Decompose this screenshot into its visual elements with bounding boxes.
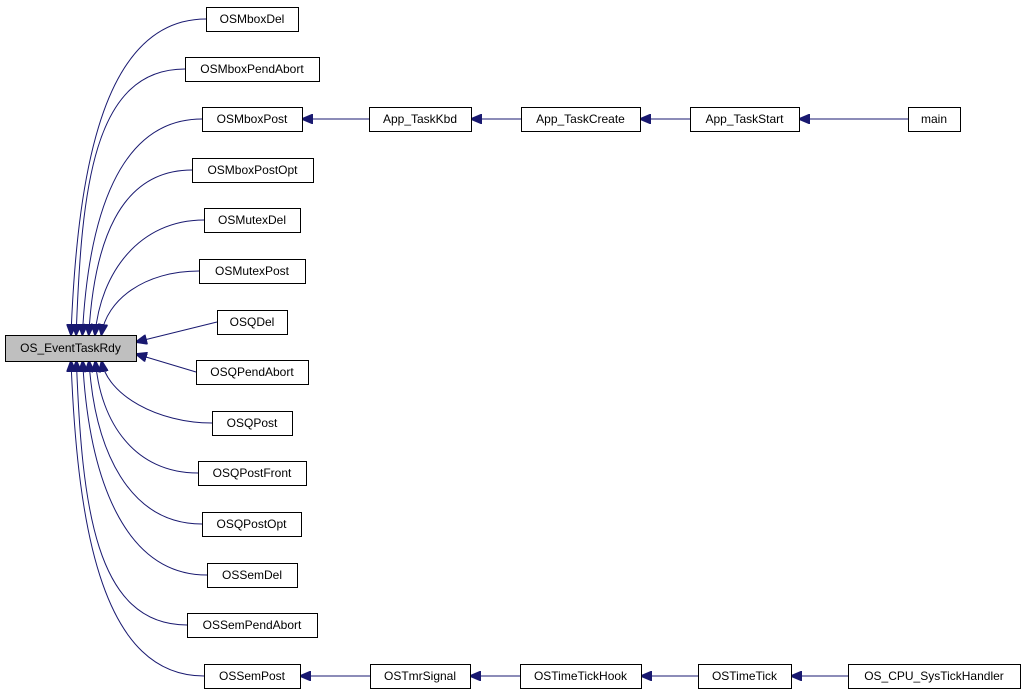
node-osqpost[interactable]: OSQPost [212, 411, 293, 436]
edge-ossemdel-to-os_eventtaskrdy [83, 361, 208, 576]
node-osqpendabort[interactable]: OSQPendAbort [196, 360, 309, 385]
node-box [521, 107, 641, 132]
node-label: OSMboxDel [220, 12, 285, 26]
node-label: OSTmrSignal [384, 669, 456, 683]
node-box [908, 107, 961, 132]
node-ostmrsignal[interactable]: OSTmrSignal [370, 664, 471, 689]
node-osmboxdel[interactable]: OSMboxDel [206, 7, 299, 32]
node-label: OSMboxPendAbort [200, 62, 304, 76]
node-label: OSMutexDel [218, 213, 286, 227]
edge-osqpendabort-to-os_eventtaskrdy [136, 354, 197, 373]
node-label: OSMutexPost [215, 264, 290, 278]
node-ostimetickhook[interactable]: OSTimeTickHook [520, 664, 642, 689]
edge-osmboxpendabort-to-os_eventtaskrdy [76, 68, 186, 335]
node-app_taskcreate[interactable]: App_TaskCreate [521, 107, 641, 132]
node-box [202, 107, 303, 132]
nodes-layer: OS_EventTaskRdy OSMboxDelOSMboxPendAbortO… [5, 7, 1021, 689]
node-box [196, 360, 309, 385]
node-box [207, 563, 298, 588]
node-box [185, 57, 320, 82]
node-label: App_TaskKbd [383, 112, 457, 126]
node-box [520, 664, 642, 689]
node-ostimetick[interactable]: OSTimeTick [698, 664, 792, 689]
node-box [848, 664, 1021, 689]
node-osmboxpost[interactable]: OSMboxPost [202, 107, 303, 132]
node-label: OSQPendAbort [210, 365, 294, 379]
node-label: OS_CPU_SysTickHandler [864, 669, 1004, 683]
node-label: OSSemDel [222, 568, 282, 582]
edge-osqdel-to-os_eventtaskrdy [136, 321, 218, 342]
edge-ossempendabort-to-os_eventtaskrdy [76, 361, 188, 626]
node-label: App_TaskCreate [536, 112, 625, 126]
node-os_eventtaskrdy[interactable]: OS_EventTaskRdy [5, 335, 137, 362]
node-ossempendabort[interactable]: OSSemPendAbort [187, 613, 318, 638]
node-box [5, 335, 137, 362]
node-box [369, 107, 472, 132]
node-box [198, 461, 307, 486]
edges-layer [71, 18, 908, 677]
node-label: OSQPostFront [213, 466, 292, 480]
node-label: App_TaskStart [705, 112, 784, 126]
node-osmutexdel[interactable]: OSMutexDel [204, 208, 301, 233]
node-box [698, 664, 792, 689]
node-label: OSQPostOpt [216, 517, 287, 531]
edge-osqpost-to-os_eventtaskrdy [102, 361, 213, 424]
node-box [202, 512, 302, 537]
node-label: OSMboxPostOpt [207, 163, 298, 177]
node-label: OSQPost [227, 416, 278, 430]
node-label: OSMboxPost [217, 112, 288, 126]
node-label: OS_EventTaskRdy [20, 341, 121, 355]
edge-osmboxpost-to-os_eventtaskrdy [82, 118, 203, 335]
node-osmboxpendabort[interactable]: OSMboxPendAbort [185, 57, 320, 82]
node-label: OSTimeTickHook [534, 669, 628, 683]
node-label: OSSemPost [219, 669, 286, 683]
node-box [187, 613, 318, 638]
node-osqdel[interactable]: OSQDel [217, 310, 288, 335]
node-box [212, 411, 293, 436]
node-box [204, 664, 301, 689]
node-app_taskkbd[interactable]: App_TaskKbd [369, 107, 472, 132]
node-box [206, 7, 299, 32]
edge-osmboxdel-to-os_eventtaskrdy [71, 18, 207, 335]
node-osmutexpost[interactable]: OSMutexPost [199, 259, 306, 284]
node-osqpostfront[interactable]: OSQPostFront [198, 461, 307, 486]
edge-ossempost-to-os_eventtaskrdy [71, 361, 205, 677]
node-box [204, 208, 301, 233]
edge-osqpostfront-to-os_eventtaskrdy [95, 361, 199, 474]
edge-osmutexpost-to-os_eventtaskrdy [101, 270, 200, 335]
node-ossempost[interactable]: OSSemPost [204, 664, 301, 689]
node-label: OSTimeTick [712, 669, 778, 683]
node-os_cpu_systickhandler[interactable]: OS_CPU_SysTickHandler [848, 664, 1021, 689]
edge-osqpostopt-to-os_eventtaskrdy [89, 361, 203, 525]
node-osmboxpostopt[interactable]: OSMboxPostOpt [192, 158, 314, 183]
node-app_taskstart[interactable]: App_TaskStart [690, 107, 800, 132]
node-box [370, 664, 471, 689]
edge-osmutexdel-to-os_eventtaskrdy [95, 219, 205, 335]
node-box [690, 107, 800, 132]
node-osqpostopt[interactable]: OSQPostOpt [202, 512, 302, 537]
node-main[interactable]: main [908, 107, 961, 132]
node-box [192, 158, 314, 183]
node-box [217, 310, 288, 335]
node-label: OSQDel [230, 315, 275, 329]
node-box [199, 259, 306, 284]
node-ossemdel[interactable]: OSSemDel [207, 563, 298, 588]
node-label: main [921, 112, 947, 126]
node-label: OSSemPendAbort [203, 618, 302, 632]
edge-osmboxpostopt-to-os_eventtaskrdy [89, 169, 193, 335]
